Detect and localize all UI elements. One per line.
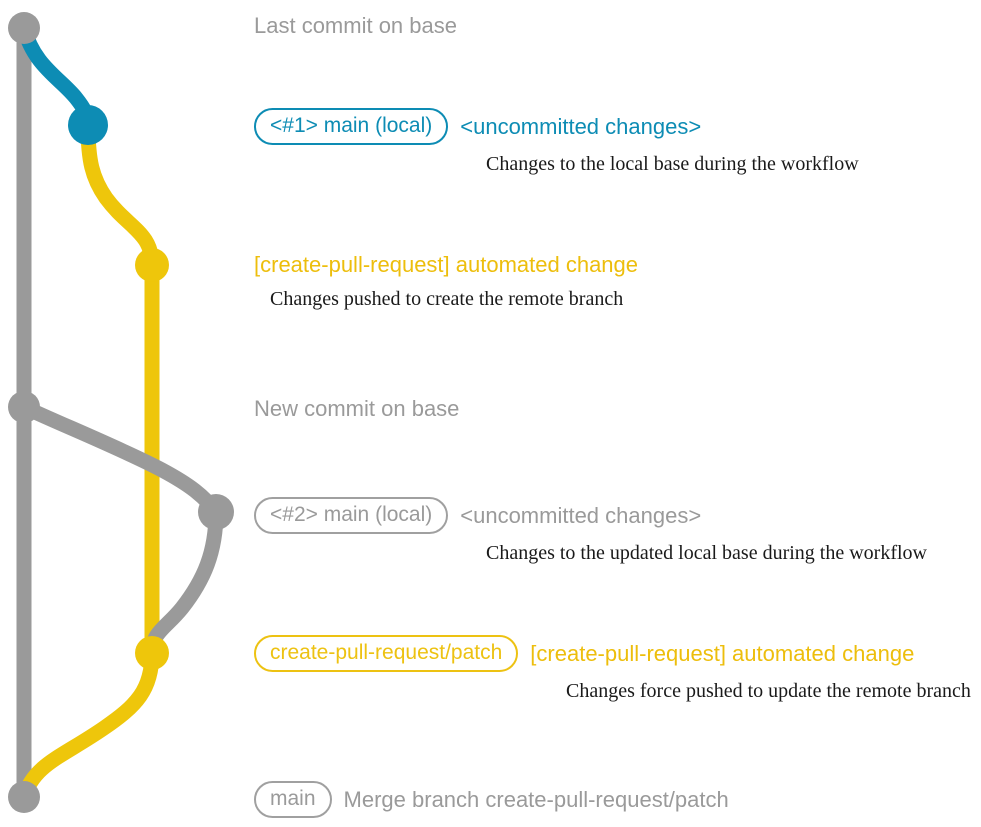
commit-subject-automated-change-1: [create-pull-request] automated change [254, 252, 639, 277]
commit-entry-local-uncommitted-2: <#2> main (local) <uncommitted changes> … [254, 497, 927, 563]
commit-node-automated-change-2[interactable] [135, 636, 169, 670]
commit-entry-local-uncommitted-1: <#1> main (local) <uncommitted changes> … [254, 108, 859, 174]
commit-headline-row: <#1> main (local) <uncommitted changes> [254, 108, 859, 145]
commit-subject-last-commit-on-base: Last commit on base [254, 13, 457, 38]
ref-badge-main-local-1[interactable]: <#1> main (local) [254, 108, 449, 145]
commit-headline-row: <#2> main (local) <uncommitted changes> [254, 497, 927, 534]
edge-patch-2-to-merge [16, 645, 160, 805]
commit-nodes [8, 12, 234, 813]
commit-description-automated-change-1: Changes pushed to create the remote bran… [270, 288, 624, 310]
commit-entry-automated-change-1: [create-pull-request] automated change C… [254, 252, 639, 310]
commit-node-new-commit-on-base[interactable] [8, 391, 40, 423]
commit-node-automated-change-1[interactable] [135, 248, 169, 282]
commit-subject-local-uncommitted-2: <uncommitted changes> [460, 502, 702, 528]
ref-badge-main-local-2[interactable]: <#2> main (local) [254, 497, 449, 534]
commit-description-local-uncommitted-2: Changes to the updated local base during… [486, 542, 927, 564]
commit-entry-new-commit-on-base: New commit on base [254, 398, 459, 420]
ref-badge-main[interactable]: main [254, 781, 332, 818]
commit-subject-local-uncommitted-1: <uncommitted changes> [460, 113, 702, 139]
commit-headline-row: main Merge branch create-pull-request/pa… [254, 781, 729, 818]
commit-subject-merge-commit: Merge branch create-pull-request/patch [343, 786, 729, 812]
commit-entry-merge-commit: main Merge branch create-pull-request/pa… [254, 781, 729, 818]
edge-base-to-local-2 [16, 399, 224, 520]
commit-subject-automated-change-2: [create-pull-request] automated change [530, 640, 915, 666]
commit-description-automated-change-2: Changes force pushed to update the remot… [566, 680, 971, 702]
edge-local-2-to-patch-2 [144, 504, 224, 661]
commit-node-local-uncommitted-1[interactable] [68, 105, 108, 145]
edge-local-1-to-patch-1 [80, 117, 160, 273]
commit-subject-new-commit-on-base: New commit on base [254, 396, 460, 421]
commit-entry-last-commit-on-base: Last commit on base [254, 15, 457, 37]
commit-description-local-uncommitted-1: Changes to the local base during the wor… [486, 153, 859, 175]
commit-node-local-uncommitted-2[interactable] [198, 494, 234, 530]
commit-node-merge-commit[interactable] [8, 781, 40, 813]
ref-badge-create-pull-request-patch[interactable]: create-pull-request/patch [254, 635, 519, 672]
commit-entry-automated-change-2: create-pull-request/patch [create-pull-r… [254, 635, 971, 701]
commit-node-last-commit-on-base[interactable] [8, 12, 40, 44]
commit-headline-row: create-pull-request/patch [create-pull-r… [254, 635, 971, 672]
